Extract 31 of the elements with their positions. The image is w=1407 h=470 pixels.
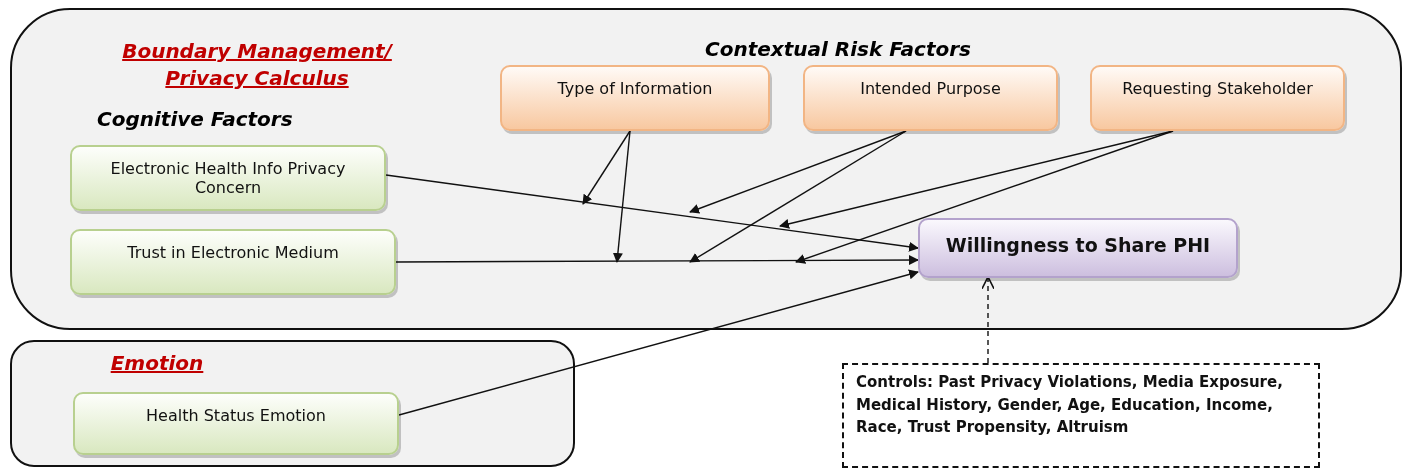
factor-box — [73, 392, 399, 455]
risk-factor-box — [1090, 65, 1345, 131]
factor-label: Trust in Electronic Medium — [127, 243, 339, 262]
factor-label: Health Status Emotion — [146, 406, 326, 425]
group-panel — [10, 340, 575, 467]
arrow — [612, 130, 631, 263]
factor-label: Requesting Stakeholder — [1122, 79, 1313, 98]
outcome-box — [918, 218, 1238, 278]
controls-box — [842, 363, 1320, 468]
factor-box — [70, 229, 396, 295]
group-panel — [10, 8, 1402, 330]
arrow — [689, 130, 907, 214]
factor-box — [70, 145, 386, 211]
controls-text: Controls: Past Privacy Violations, Media Exposure, Medical History, Gender, Age, Education, Income, Race, Trust Propensity, Altruism — [856, 373, 1283, 436]
arrow — [398, 269, 919, 416]
section-heading: Cognitive Factors — [97, 107, 293, 131]
risk-factor-box — [803, 65, 1058, 131]
arrow — [795, 130, 1174, 264]
arrow — [385, 174, 919, 252]
risk-factor-box — [500, 65, 770, 131]
outcome-label: Willingness to Share PHI — [945, 234, 1211, 256]
section-heading: Contextual Risk Factors — [705, 37, 971, 61]
arrow — [395, 255, 919, 266]
factor-label: Electronic Health Info Privacy Concern — [109, 159, 347, 197]
arrow — [582, 130, 631, 205]
group-title: Boundary Management/ Privacy Calculus — [121, 38, 394, 92]
factor-label: Intended Purpose — [860, 79, 1001, 98]
factor-label: Type of Information — [557, 79, 713, 98]
arrow — [689, 130, 907, 263]
arrow — [981, 276, 995, 364]
group-title: Emotion — [109, 350, 205, 377]
